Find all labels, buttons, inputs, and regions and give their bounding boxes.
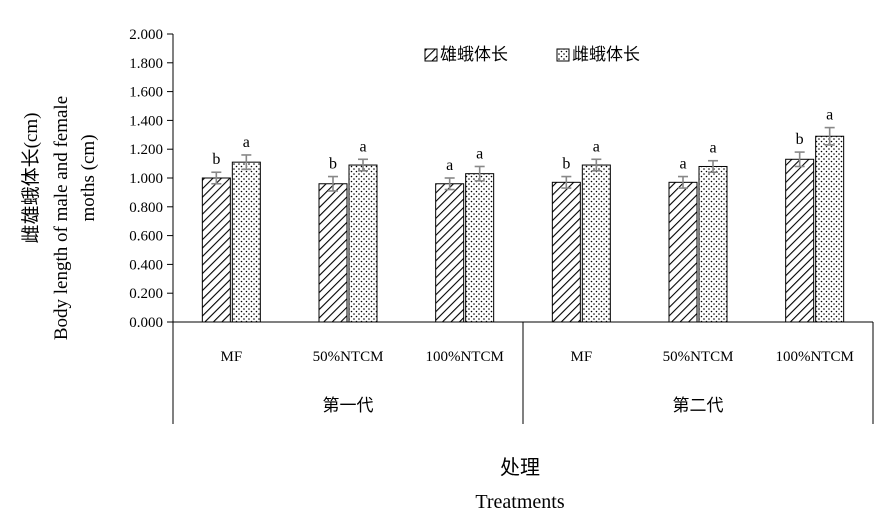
legend-label-female: 雌蛾体长	[572, 45, 640, 65]
bar	[581, 164, 611, 323]
x-category-label: 50%NTCM	[313, 349, 384, 365]
x-axis-label-zh: 处理	[500, 456, 540, 479]
x-axis-labels: MF 50%NTCM 100%NTCM MF 50%NTCM 100%NTCM 第一代 第二代	[220, 349, 853, 415]
y-tick-label: 1.200	[129, 142, 163, 158]
legend-swatch-male	[424, 48, 438, 62]
bar	[551, 181, 581, 323]
bar	[668, 181, 698, 323]
y-tick-label: 1.600	[129, 85, 163, 101]
x-category-label: MF	[570, 349, 592, 365]
y-tick-label: 1.400	[129, 113, 163, 129]
y-tick-label: 0.200	[129, 286, 163, 302]
y-tick-label: 1.000	[129, 171, 163, 187]
legend-label-male: 雄蛾体长	[440, 45, 508, 65]
y-axis-label-zh: 雌雄蛾体长(cm)	[20, 113, 42, 244]
significance-label: a	[593, 138, 600, 155]
y-tick-label: 0.600	[129, 229, 163, 245]
y-tick-label: 0.400	[129, 257, 163, 273]
significance-label: a	[359, 138, 366, 155]
significance-label: a	[243, 134, 250, 151]
y-tick-label: 0.800	[129, 200, 163, 216]
y-axis-title: 雌雄蛾体长(cm) Body length of male and female…	[20, 96, 99, 340]
bar	[201, 177, 231, 323]
y-tick-label: 0.000	[129, 315, 163, 331]
y-axis-label-en-unit: moths (cm)	[78, 134, 99, 221]
x-group-label: 第二代	[673, 396, 724, 415]
y-tick-label: 2.000	[129, 27, 163, 43]
bar	[785, 158, 815, 323]
axes	[172, 34, 874, 424]
bar	[348, 164, 378, 323]
bar	[231, 161, 261, 323]
bar	[698, 165, 728, 323]
significance-label: b	[212, 151, 220, 168]
bar	[318, 183, 348, 323]
bars: b b a b a b a a a a a a	[201, 107, 845, 323]
legend: 雄蛾体长 雌蛾体长	[424, 45, 640, 65]
significance-label: a	[476, 145, 483, 162]
y-axis-label-en: Body length of male and female	[51, 96, 72, 340]
x-category-label: 100%NTCM	[425, 349, 503, 365]
bar	[815, 135, 845, 323]
x-group-label: 第一代	[323, 396, 374, 415]
significance-label: b	[329, 156, 337, 173]
significance-label: a	[679, 156, 686, 173]
significance-label: b	[562, 156, 570, 173]
bar	[465, 173, 495, 323]
legend-swatch-female	[556, 48, 570, 62]
significance-label: a	[446, 157, 453, 174]
significance-label: a	[709, 140, 716, 157]
x-axis-label-en: Treatments	[475, 491, 564, 513]
bar	[435, 183, 465, 323]
x-category-label: 50%NTCM	[663, 349, 734, 365]
x-category-label: 100%NTCM	[775, 349, 853, 365]
significance-label: a	[826, 107, 833, 124]
y-axis-ticks: 0.000 0.200 0.400 0.600 0.800 1.000 1.200 1.400…	[129, 27, 173, 331]
y-tick-label: 1.800	[129, 56, 163, 72]
significance-label: b	[796, 131, 804, 148]
x-category-label: MF	[220, 349, 242, 365]
